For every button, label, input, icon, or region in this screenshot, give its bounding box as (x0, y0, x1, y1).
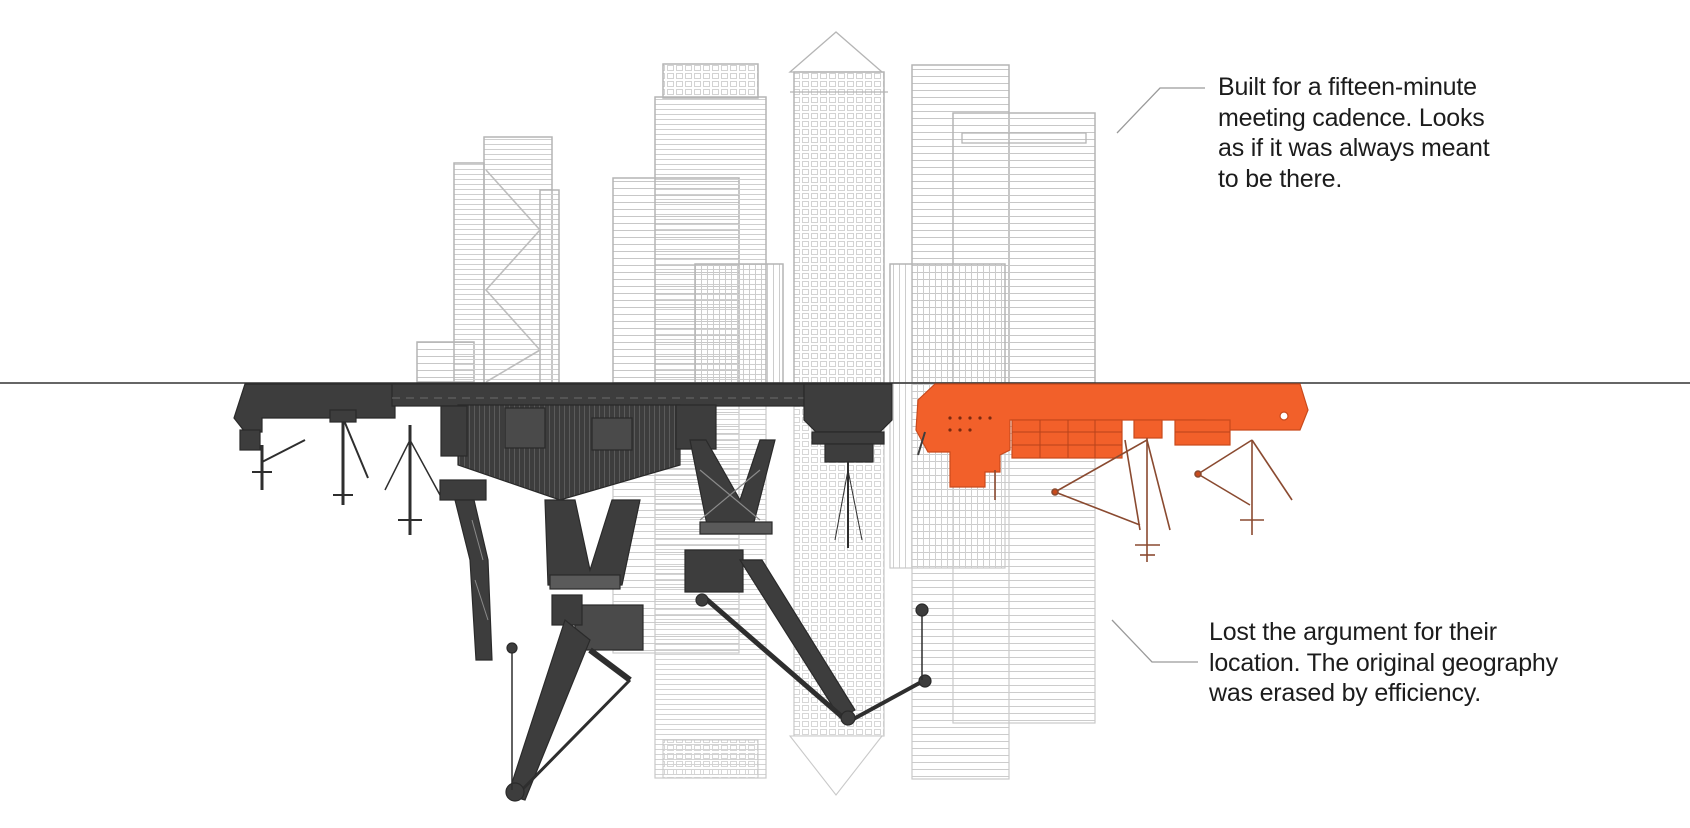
caption-bottom: Lost the argument for their location. Th… (1209, 618, 1558, 707)
caption-top: Built for a fifteen-minute meeting caden… (1218, 73, 1490, 193)
orange-ship-inverted (915, 383, 1309, 488)
callout-leader-top (1116, 87, 1205, 134)
skyline-upper (416, 31, 1096, 384)
dark-docks-inverted (233, 383, 932, 802)
callout-leader-bottom (1111, 619, 1198, 663)
orange-ship-cranes (917, 431, 1293, 562)
